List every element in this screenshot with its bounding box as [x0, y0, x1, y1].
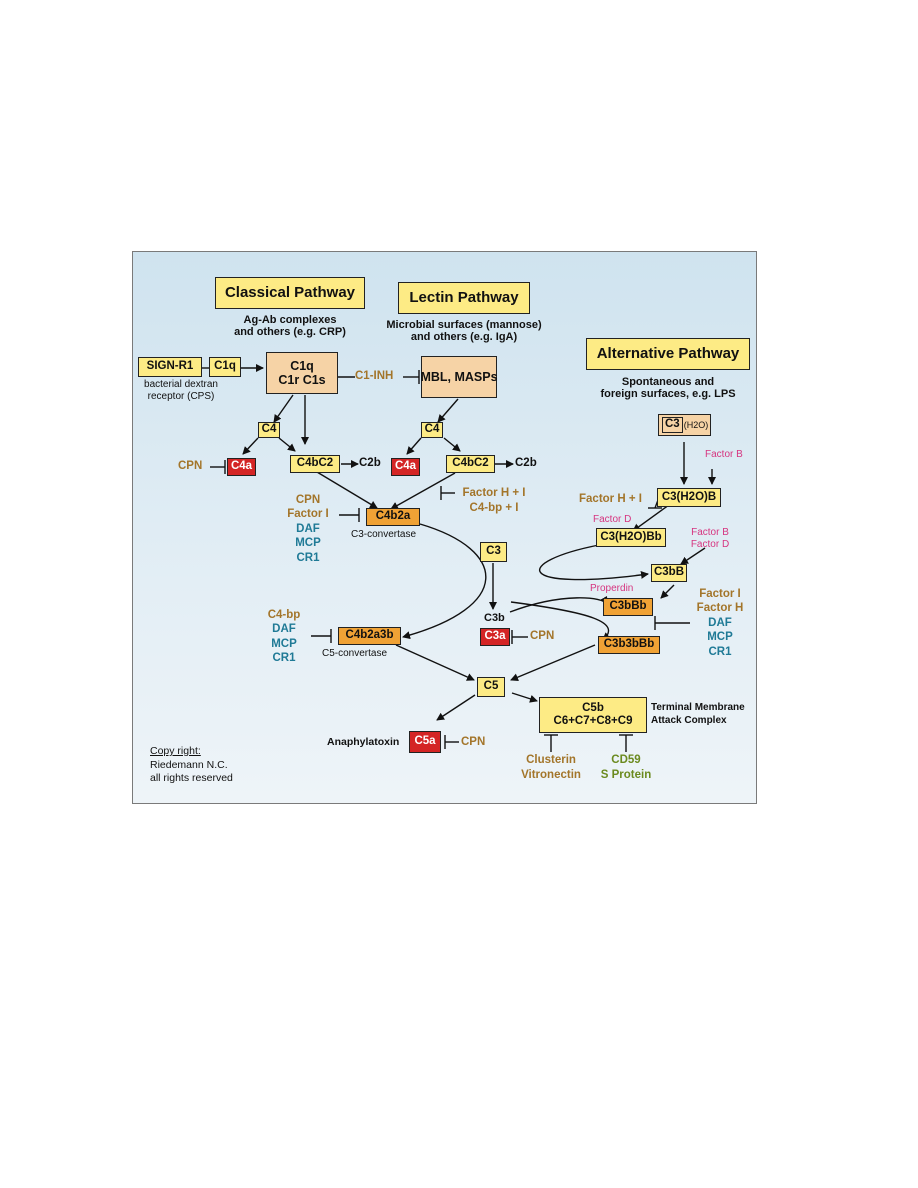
- factor-b-1: Factor B: [705, 449, 743, 460]
- copyright-line3: all rights reserved: [150, 772, 233, 785]
- classical-trigger-line1: Ag-Ab complexes: [243, 314, 337, 326]
- c3-h2o-bb-box: C3(H2O)Bb: [596, 528, 666, 547]
- c3b-label: C3b: [484, 612, 505, 624]
- c3bbb-box: C3bBb: [603, 598, 653, 616]
- factor-b-2: Factor B: [691, 527, 729, 538]
- factor-i-alt: Factor I: [699, 588, 741, 600]
- classical-pathway-title: Classical Pathway: [215, 277, 365, 309]
- c3b3bbb-box: C3b3bBb: [598, 636, 660, 654]
- c3bb-box: C3bB: [651, 564, 687, 582]
- clusterin-label: Clusterin: [526, 754, 576, 766]
- factor-b-d-2: Factor B Factor D: [685, 527, 735, 551]
- lectin-trigger: Microbial surfaces (mannose) and others …: [369, 319, 559, 343]
- c4-classical-box: C4: [258, 422, 280, 438]
- lectin-pathway-title: Lectin Pathway: [398, 282, 530, 314]
- c4-lectin-box: C4: [421, 422, 443, 438]
- mcp-c3conv: MCP: [295, 537, 321, 550]
- alternative-trigger: Spontaneous and foreign surfaces, e.g. L…: [583, 376, 753, 400]
- cpn-c3a-label: CPN: [530, 630, 555, 642]
- c4bp-i-lectin: C4-bp + I: [469, 501, 519, 514]
- factor-h-i-alt: Factor H + I: [579, 493, 642, 505]
- s-protein-label: S Protein: [600, 768, 652, 781]
- alternative-trigger-line1: Spontaneous and: [621, 376, 715, 388]
- cd59-label: CD59: [611, 754, 641, 766]
- c3-convertase-label: C3-convertase: [351, 529, 417, 540]
- cd59-s-protein: CD59 S Protein: [591, 753, 661, 783]
- c1-complex-line1: C1q: [290, 358, 314, 373]
- anaphylatoxin-label: Anaphylatoxin: [327, 736, 400, 748]
- c2b-lectin-label: C2b: [515, 457, 537, 469]
- bacterial-dextran-line1: bacterial dextran: [144, 379, 218, 390]
- c5b-complex-box: C5b C6+C7+C8+C9: [539, 697, 647, 733]
- vitronectin-label: Vitronectin: [521, 768, 581, 781]
- c4a-lectin-box: C4a: [391, 458, 420, 476]
- sign-r1-box: SIGN-R1: [138, 357, 202, 377]
- factor-d-2: Factor D: [690, 539, 730, 550]
- c5a-box: C5a: [409, 731, 441, 753]
- c4b2a-box: C4b2a: [366, 508, 420, 526]
- factor-d-1: Factor D: [593, 514, 632, 525]
- c4a-classical-box: C4a: [227, 458, 256, 476]
- c4bp-c5conv: C4-bp: [267, 609, 301, 621]
- mcp-alt: MCP: [707, 631, 733, 644]
- tmac-line1: Terminal Membrane: [651, 702, 745, 713]
- bacterial-dextran-receptor: bacterial dextran receptor (CPS): [135, 379, 227, 403]
- c3-h2o-box: C3 (H2O): [658, 414, 711, 436]
- factor-i-c3conv: Factor I: [287, 508, 329, 521]
- complement-pathway-diagram: Classical Pathway Lectin Pathway Alterna…: [132, 251, 757, 804]
- c3-box: C3: [480, 542, 507, 562]
- alt-regulators: Factor I Factor H DAF MCP CR1: [688, 587, 752, 659]
- tmac-label: Terminal Membrane Attack Complex: [651, 702, 745, 727]
- copyright-notice: Copy right: Riedemann N.C. all rights re…: [150, 745, 233, 786]
- cpn-c4a-label: CPN: [178, 460, 203, 472]
- c3-h2o-sub: (H2O): [683, 419, 709, 430]
- cpn-c5a-label: CPN: [461, 736, 486, 748]
- factor-h-alt: Factor H: [696, 602, 744, 615]
- copyright-line1: Copy right:: [150, 745, 201, 757]
- c5b-line1: C5b: [582, 701, 604, 714]
- c3-h2o-c3: C3: [662, 417, 683, 433]
- c1-complex-box: C1q C1r C1s: [266, 352, 338, 394]
- mcp-c5conv: MCP: [271, 637, 297, 650]
- factor-h-i-lectin: Factor H + I: [462, 487, 526, 499]
- daf-c5conv: DAF: [272, 623, 296, 636]
- clusterin-vitronectin: Clusterin Vitronectin: [513, 753, 589, 783]
- alternative-trigger-line2: foreign surfaces, e.g. LPS: [600, 388, 736, 400]
- properdin-label: Properdin: [590, 583, 634, 594]
- copyright-line2: Riedemann N.C.: [150, 758, 228, 771]
- c4bc2-classical-box: C4bC2: [290, 455, 340, 473]
- c3a-box: C3a: [480, 628, 510, 646]
- c1-inh-label: C1-INH: [355, 370, 394, 382]
- c5-convertase-regulators: C4-bp DAF MCP CR1: [259, 608, 309, 666]
- alternative-pathway-title: Alternative Pathway: [586, 338, 750, 370]
- lectin-trigger-line2: and others (e.g. IgA): [410, 331, 518, 343]
- cpn-c3conv: CPN: [295, 494, 321, 506]
- daf-c3conv: DAF: [296, 522, 320, 535]
- c5b-line2: C6+C7+C8+C9: [553, 715, 633, 727]
- c5-box: C5: [477, 677, 505, 697]
- c2b-classical-label: C2b: [359, 457, 381, 469]
- cr1-alt: CR1: [708, 645, 732, 658]
- lectin-trigger-line1: Microbial surfaces (mannose): [386, 319, 542, 331]
- classical-trigger: Ag-Ab complexes and others (e.g. CRP): [215, 314, 365, 338]
- bacterial-dextran-line2: receptor (CPS): [147, 391, 215, 402]
- tmac-line2: Attack Complex: [651, 714, 727, 726]
- cr1-c5conv: CR1: [272, 652, 296, 665]
- c1q-small-box: C1q: [209, 357, 241, 377]
- c4b2a3b-box: C4b2a3b: [338, 627, 401, 645]
- c5-convertase-label: C5-convertase: [322, 648, 388, 659]
- mbl-masps-box: MBL, MASPs: [420, 356, 498, 398]
- lectin-regulators: Factor H + I C4-bp + I: [455, 486, 533, 516]
- daf-alt: DAF: [708, 616, 732, 629]
- cr1-c3conv: CR1: [296, 551, 320, 564]
- c1-complex-line2: C1r C1s: [278, 373, 326, 387]
- c3-h2o-b-box: C3(H2O)B: [657, 488, 721, 507]
- classical-trigger-line2: and others (e.g. CRP): [234, 326, 346, 338]
- c3-convertase-regulators: CPN Factor I DAF MCP CR1: [277, 493, 339, 565]
- c4bc2-lectin-box: C4bC2: [446, 455, 495, 473]
